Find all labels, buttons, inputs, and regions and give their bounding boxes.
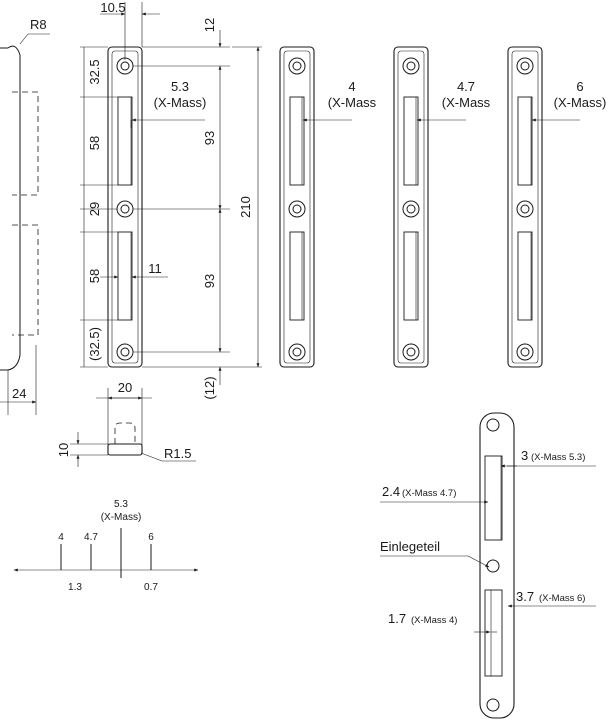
insert-c2-label: (X-Mass 4.7) (402, 488, 456, 499)
scale-top-label: (X-Mass) (101, 512, 142, 523)
dim-32-5-paren: (32.5) (87, 327, 102, 361)
xmass-value-6: 6 (576, 79, 583, 94)
dim-20: 20 (118, 380, 132, 395)
xmass-label-4: (X-Mass (328, 95, 377, 110)
scale-tick-4: 4 (58, 532, 64, 543)
insert-c4-value: 3.7 (516, 589, 534, 604)
dim-32-5: 32.5 (87, 59, 102, 84)
scale-top-value: 5.3 (114, 499, 128, 510)
scale-tick-4-7: 4.7 (84, 532, 98, 543)
xmass-label-main: (X-Mass) (154, 95, 207, 110)
dim-24: 24 (12, 386, 26, 401)
scale-right-span: 0.7 (144, 582, 158, 593)
insert-c1-label: (X-Mass 5.3) (531, 452, 585, 463)
dim-93-bottom: 93 (202, 274, 217, 288)
main-dims-top: 10.5 12 (100, 0, 230, 67)
insert-c1-value: 3 (521, 448, 528, 463)
dim-29: 29 (87, 202, 102, 216)
dim-r8: R8 (30, 17, 47, 32)
dim-12-paren: (12) (202, 376, 217, 399)
dim-58-top: 58 (87, 136, 102, 150)
xmass-label-4-7: (X-Mass (442, 95, 491, 110)
insert-c3-label: (X-Mass 4) (411, 615, 457, 626)
insert-c2-value: 2.4 (382, 484, 400, 499)
variant-plate-6: 6 (X-Mass) (507, 46, 607, 368)
dim-58-bottom: 58 (87, 269, 102, 283)
dim-210: 210 (238, 196, 253, 218)
xmass-value-main: 5.3 (171, 79, 189, 94)
section-detail: 20 10 R1.5 (56, 380, 196, 467)
insert-label: Einlegeteil (380, 539, 440, 554)
insert-callouts: 3 (X-Mass 5.3) 2.4 (X-Mass 4.7) Einleget… (380, 448, 596, 634)
scale-left-span: 1.3 (68, 582, 82, 593)
scale-tick-6: 6 (148, 532, 154, 543)
insert-c3-value: 1.7 (388, 611, 406, 626)
main-plate (107, 46, 143, 368)
dim-93-top: 93 (202, 131, 217, 145)
dim-10: 10 (56, 443, 71, 457)
main-xmass-callout: 5.3 (X-Mass) (130, 79, 207, 128)
dim-12: 12 (202, 18, 217, 32)
dim-11: 11 (148, 261, 162, 276)
insert-c4-label: (X-Mass 6) (539, 593, 585, 604)
dim-11-group: 11 (100, 261, 168, 279)
variant-plate-4: 4 (X-Mass (279, 46, 377, 368)
main-dims-left: 32.5 58 29 58 (32.5) (80, 46, 118, 368)
xmass-value-4-7: 4.7 (457, 79, 475, 94)
variant-plate-4-7: 4.7 (X-Mass (393, 46, 491, 368)
side-profile: 24 R8 (0, 17, 50, 415)
dim-10-5: 10.5 (100, 0, 125, 15)
xmass-label-6: (X-Mass) (554, 95, 607, 110)
xmass-scale: 5.3 (X-Mass) 4 4.7 6 1.3 0.7 (13, 499, 199, 593)
xmass-value-4: 4 (348, 79, 355, 94)
insert-plate (479, 412, 515, 719)
main-dims-right: 93 93 210 (12) (133, 46, 262, 400)
dim-r1-5: R1.5 (164, 446, 191, 461)
